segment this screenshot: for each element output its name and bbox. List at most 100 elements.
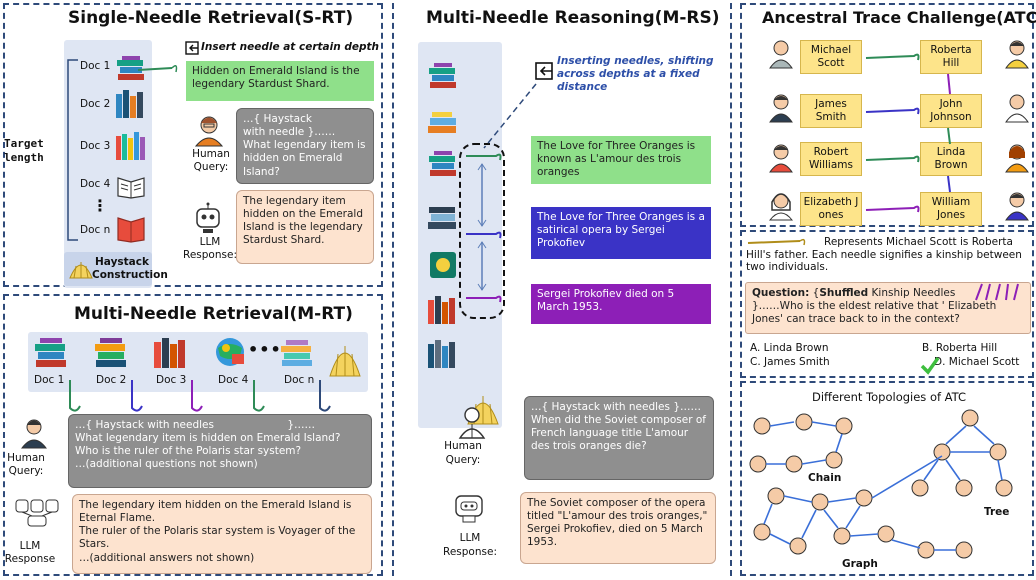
red-book-icon bbox=[117, 217, 145, 243]
atc-name-right-2: John Johnson bbox=[920, 94, 982, 128]
book-stack-icon bbox=[281, 340, 312, 366]
mrt-doc-1: Doc 1 bbox=[34, 374, 65, 386]
robot-icon bbox=[455, 495, 483, 523]
srt-doc-4: Doc 4 bbox=[80, 178, 111, 190]
mrs-needle-2: The Love for Three Oranges is a satirica… bbox=[531, 207, 711, 259]
atc-topo-panel bbox=[740, 381, 1034, 576]
srt-query-box: …{ Haystack with needle }…… What legenda… bbox=[236, 108, 374, 184]
books-shelf-icon bbox=[116, 90, 143, 118]
atc-topo-title: Different Topologies of ATC bbox=[812, 390, 967, 404]
srt-insert-note: Insert needle at certain depth bbox=[201, 41, 379, 53]
srt-title: Single-Needle Retrieval(S-RT) bbox=[68, 8, 354, 28]
atc-kinship-needles bbox=[865, 53, 920, 213]
book-stack-icon bbox=[429, 63, 456, 88]
haystack-icon bbox=[329, 346, 361, 377]
mrt-panel bbox=[3, 294, 383, 576]
mrt-response-line-2: The ruler of the Polaris star system is … bbox=[79, 525, 356, 551]
book-stack-icon bbox=[428, 207, 456, 229]
srt-needle-text: Hidden on Emerald Island is the legendar… bbox=[186, 61, 374, 101]
atc-option-d: D. Michael Scott bbox=[934, 356, 1020, 368]
avatar-icon bbox=[768, 193, 794, 221]
atc-topo-tree: Tree bbox=[984, 506, 1010, 518]
srt-haystack-label: Haystack Construction bbox=[92, 256, 168, 281]
atc-question-box: Question: {Shuffled Kinship Needles }……W… bbox=[745, 282, 1031, 334]
atc-topo-graph: Graph bbox=[842, 558, 878, 570]
insert-icon bbox=[185, 41, 199, 55]
srt-response-box: The legendary item hidden on the Emerald… bbox=[236, 190, 374, 264]
human-avatar-icon bbox=[194, 116, 224, 147]
atc-shuffled-needles bbox=[975, 283, 1019, 301]
srt-human-label: Human Query: bbox=[192, 148, 230, 174]
atc-legend-panel bbox=[740, 230, 1034, 378]
mrt-response-line-3: …(additional answers not shown) bbox=[79, 551, 255, 564]
book-stack-icon bbox=[95, 338, 126, 367]
atc-question-shuffled: Shuffled bbox=[819, 287, 869, 299]
atc-panel bbox=[740, 3, 1034, 227]
mrt-doc-3: Doc 3 bbox=[156, 374, 187, 386]
srt-doc-column bbox=[64, 40, 152, 288]
mrt-query-head: …{ Haystack with needles bbox=[75, 419, 214, 431]
robot-icon bbox=[15, 499, 59, 527]
mrt-response-line-1: The legendary item hidden on the Emerald… bbox=[79, 499, 352, 525]
mrt-title: Multi-Needle Retrieval(M-RT) bbox=[74, 304, 353, 324]
atc-topology-graphs bbox=[749, 409, 1013, 559]
mrs-query-question: When did the Soviet composer of French l… bbox=[531, 414, 706, 453]
mrt-doc-4: Doc 4 bbox=[218, 374, 249, 386]
atc-topo-chain: Chain bbox=[808, 472, 842, 484]
books-shelf-icon bbox=[428, 296, 455, 324]
srt-query-question: What legendary item is hidden on Emerald… bbox=[243, 139, 366, 178]
atc-question-text: }……Who is the eldest relative that ' Eli… bbox=[752, 300, 997, 326]
srt-doc-3: Doc 3 bbox=[80, 140, 111, 152]
mrt-response-box: The legendary item hidden on the Emerald… bbox=[72, 494, 372, 574]
atc-name-left-4: Elizabeth Jones bbox=[800, 192, 862, 226]
books-shelf-icon bbox=[154, 338, 185, 368]
srt-doc-2: Doc 2 bbox=[80, 98, 111, 110]
avatar-icon bbox=[1005, 144, 1029, 173]
mrs-insert-note: Inserting needles, shifting across depth… bbox=[557, 55, 714, 94]
robot-icon bbox=[196, 202, 220, 233]
mrt-doc-2: Doc 2 bbox=[96, 374, 127, 386]
srt-bracket bbox=[67, 59, 78, 241]
mrs-needle-1: The Love for Three Oranges is known as L… bbox=[531, 136, 711, 184]
insert-icon bbox=[535, 62, 553, 80]
atc-question-needles: Kinship Needles bbox=[871, 287, 956, 299]
atc-name-left-2: James Smith bbox=[800, 94, 862, 128]
srt-doc-dots: ⋮ bbox=[92, 196, 108, 215]
atc-option-b: B. Roberta Hill bbox=[922, 342, 998, 354]
srt-llm-label: LLM Response: bbox=[183, 236, 237, 262]
tree-topology bbox=[911, 409, 1013, 497]
chain-topology bbox=[749, 413, 853, 473]
srt-panel bbox=[3, 3, 383, 287]
atc-vertical-needles bbox=[947, 73, 951, 193]
human-avatar-icon bbox=[20, 419, 48, 449]
srt-target-length: Target length bbox=[4, 137, 44, 164]
books-shelf-icon bbox=[428, 340, 455, 368]
atc-title: Ancestral Trace Challenge(ATC) bbox=[762, 8, 1036, 27]
mrt-query-line-1: What legendary item is hidden on Emerald… bbox=[75, 432, 341, 445]
mrt-query-line-2: Who is the ruler of the Polaris star sys… bbox=[75, 445, 302, 458]
book-stack-icon bbox=[117, 56, 144, 80]
check-icon bbox=[920, 356, 940, 375]
atc-legend-text: Represents Michael Scott is Roberta Hill… bbox=[746, 236, 1022, 274]
srt-query-hay: Haystack bbox=[263, 113, 312, 125]
mrt-query-box: …{ Haystack with needles }…… What legend… bbox=[68, 414, 372, 488]
atc-name-right-3: Linda Brown bbox=[920, 142, 982, 176]
mrs-panel bbox=[392, 3, 732, 576]
mrt-human-label: Human Query: bbox=[7, 452, 45, 478]
mrs-needle-region bbox=[459, 143, 505, 319]
atc-option-c: C. James Smith bbox=[750, 356, 830, 368]
atc-name-left-3: Robert Williams bbox=[800, 142, 862, 176]
mrs-needle-3: Sergei Prokofiev died on 5 March 1953. bbox=[531, 284, 711, 324]
books-colorful-icon bbox=[116, 132, 145, 160]
mrt-needles bbox=[69, 380, 331, 412]
mrs-query-box: …{ Haystack with needles }…… When did th… bbox=[524, 396, 714, 480]
book-stack-icon bbox=[35, 338, 66, 367]
mrt-query-tail: }…… bbox=[287, 419, 316, 431]
atc-name-right-1: Roberta Hill bbox=[920, 40, 982, 74]
mrs-query-head: …{ Haystack with needles }…… bbox=[531, 401, 701, 413]
mrt-llm-label: LLM Response bbox=[4, 540, 56, 566]
mrt-doc-n: Doc n bbox=[284, 374, 315, 386]
atc-option-a: A. Linda Brown bbox=[750, 342, 829, 354]
avatar-icon bbox=[769, 144, 793, 173]
